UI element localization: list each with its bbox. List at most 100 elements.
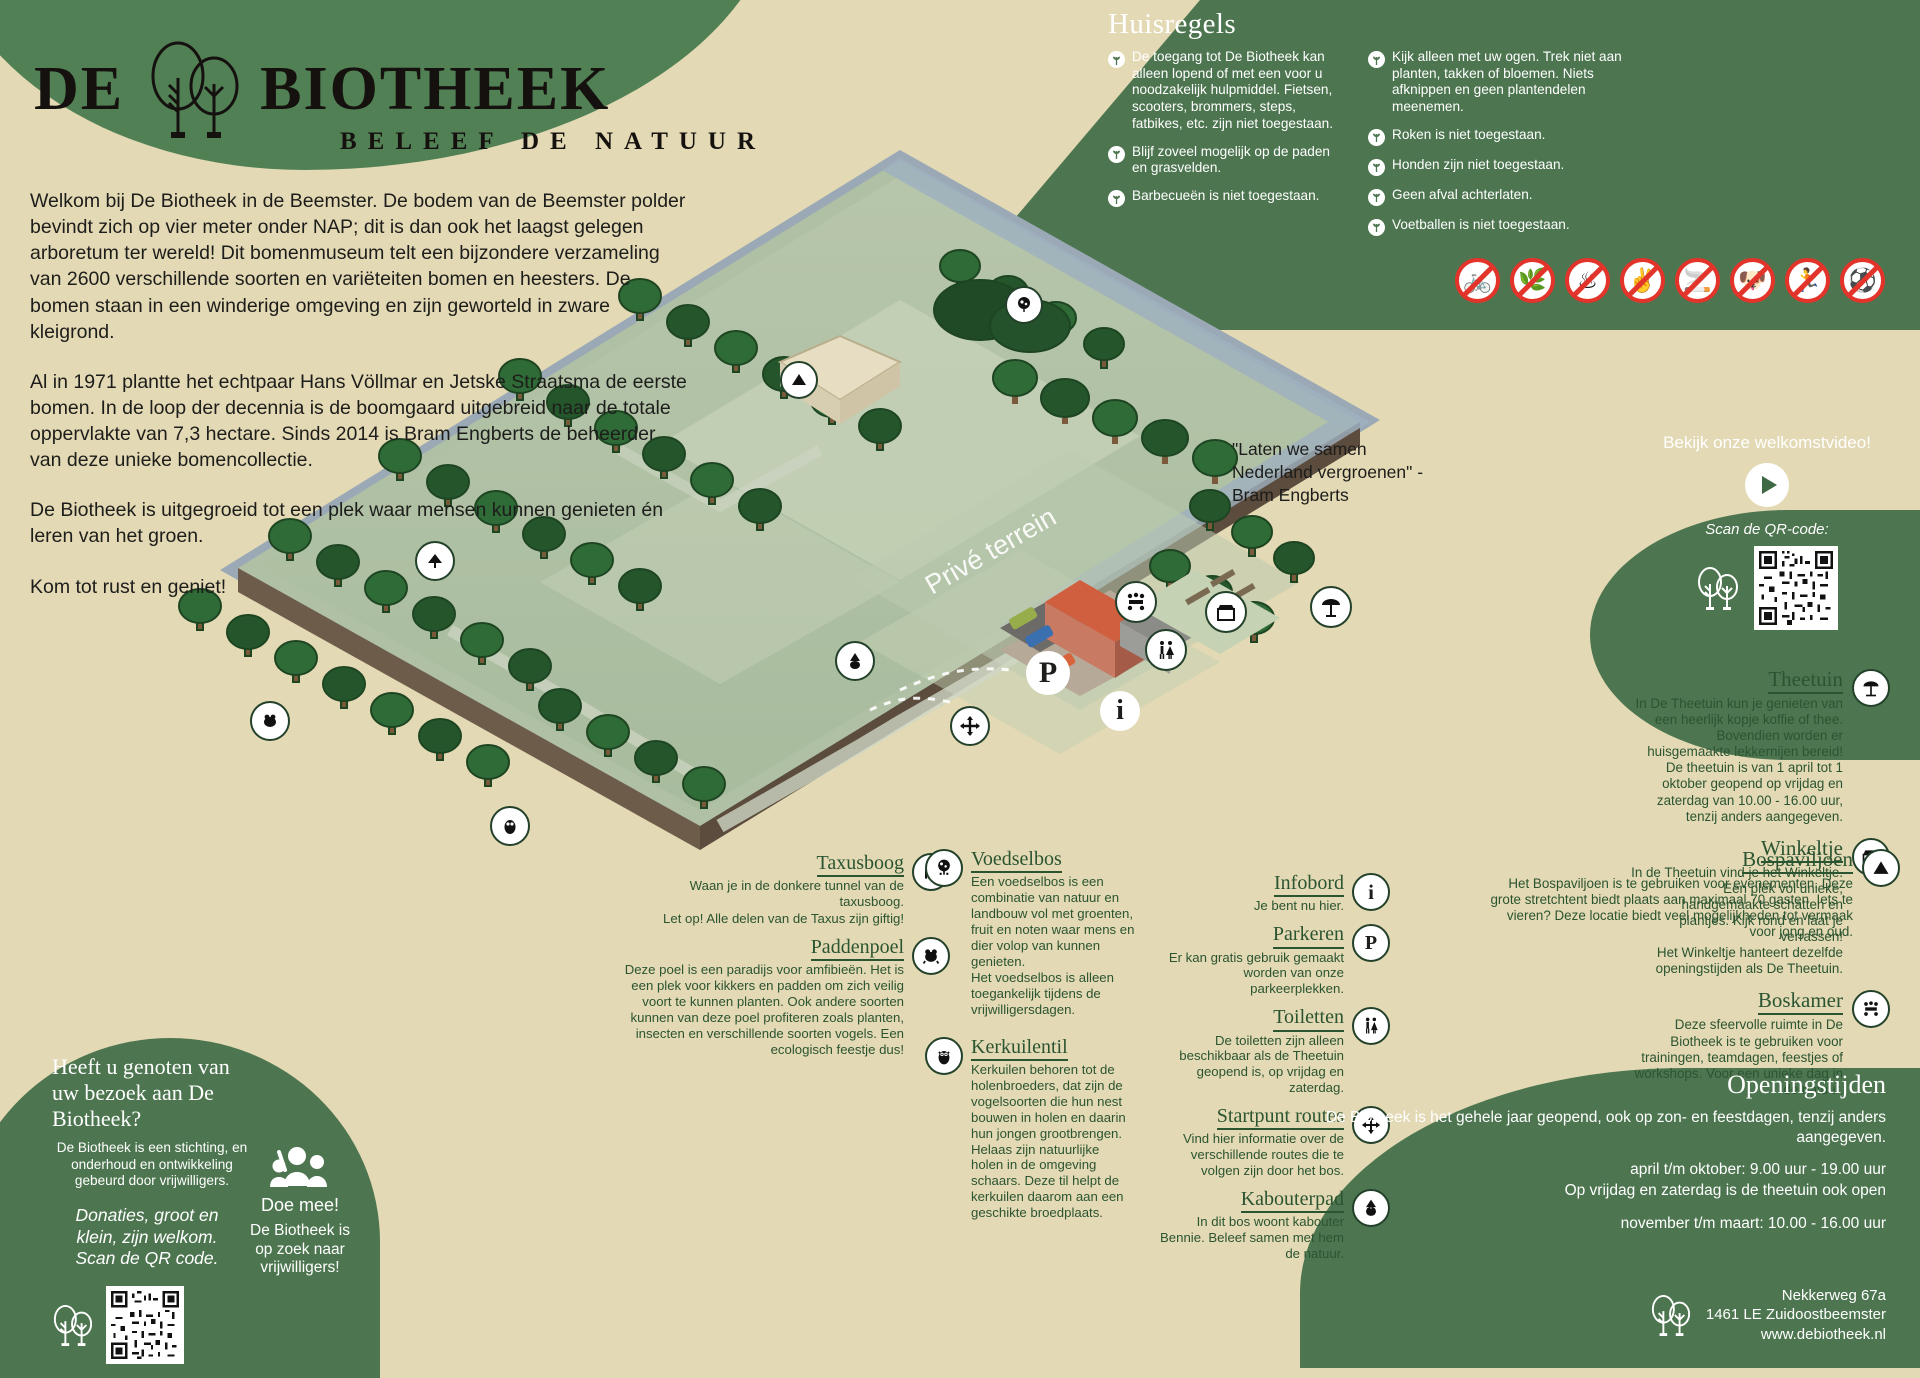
legend-text: Waan je in de donkere tunnel van de taxu…	[689, 878, 904, 910]
opening-hours-line-3: Op vrijdag en zaterdag is de theetuin oo…	[1564, 1182, 1886, 1200]
legend-title: Voedselbos	[971, 848, 1062, 874]
legend-item-paddenpoel: Paddenpoel Deze poel is een paradijs voo…	[600, 936, 950, 1057]
legend-text: In De Theetuin kun je genieten van een h…	[1635, 696, 1843, 760]
routes-icon	[1352, 1105, 1390, 1144]
donation-body: De Biotheek is een stichting, en onderho…	[56, 1140, 248, 1188]
house-rules-column-right: Kijk alleen met uw ogen. Trek niet aan p…	[1368, 49, 1628, 247]
welcome-video-block: Bekijk onze welkomstvideo! Scan de QR-co…	[1652, 432, 1882, 631]
play-icon[interactable]	[1745, 463, 1789, 508]
map-pin-berry-bush[interactable]	[1005, 285, 1043, 324]
legend-text: In de Theetuin vind je het Winkeltje. Ee…	[1631, 864, 1843, 945]
no-smoking-icon: 🚬	[1675, 258, 1720, 303]
volunteer-text: De Biotheek is op zoek naar vrijwilliger…	[250, 1222, 350, 1277]
owl-icon	[925, 1036, 963, 1075]
parasol-icon	[1852, 669, 1890, 707]
map-pin-boskamer[interactable]	[415, 540, 455, 581]
legend-italic: In dit bos woont kabouter Bennie. Beleef…	[1160, 1214, 1344, 1261]
legend-item-infobord: Infobord Je bent nu hier. i	[1160, 872, 1390, 914]
legend-title: Paddenpoel	[810, 936, 904, 962]
toilets-icon	[1352, 1007, 1390, 1046]
sprout-icon	[1108, 190, 1125, 208]
legend-nature-left: Taxusboog Waan je in de donkere tunnel v…	[600, 852, 950, 1066]
map-pin-owl[interactable]	[490, 805, 530, 846]
legend-title: Infobord	[1274, 872, 1344, 898]
legend-text: Deze sfeervolle ruimte in De Biotheek is…	[1634, 1017, 1843, 1097]
video-qr-code[interactable]	[1754, 546, 1838, 631]
legend-item-parkeren: Parkeren Er kan gratis gebruik gemaakt w…	[1160, 923, 1390, 997]
legend-text: Deze poel is een paradijs voor amfibieën…	[624, 962, 904, 1057]
legend-item-boskamer: Boskamer Deze sfeervolle ruimte in De Bi…	[1622, 989, 1890, 1097]
opening-hours-line-2: april t/m oktober: 9.00 uur - 19.00 uur	[1630, 1160, 1886, 1178]
house-rules-column-left: De toegang tot De Biotheek kan alleen lo…	[1108, 49, 1344, 247]
house-rule-text: Honden zijn niet toegestaan.	[1392, 156, 1565, 172]
logo-word-de: DE	[34, 54, 125, 123]
no-football-icon: ⚽	[1840, 258, 1885, 303]
legend-italic: Je bent nu hier.	[1253, 898, 1344, 914]
no-picking-plants-icon: 🌿	[1510, 258, 1555, 303]
map-pin-routes[interactable]	[950, 705, 990, 746]
sprout-icon	[1368, 188, 1385, 206]
map-pin-frog[interactable]	[250, 700, 290, 741]
legend-title: Kabouterpad	[1240, 1188, 1344, 1214]
map-pin-shop[interactable]	[1205, 590, 1247, 633]
donation-qr-code[interactable]	[106, 1286, 184, 1364]
video-scan-label: Scan de QR-code:	[1705, 521, 1829, 539]
legend-item-winkeltje: Winkeltje In de Theetuin vind je het Win…	[1622, 836, 1890, 978]
map-pin-info[interactable]: i	[1100, 690, 1140, 731]
park-map[interactable]: Privé terrein P	[20, 150, 1410, 960]
legend-item-taxusboog: Taxusboog Waan je in de donkere tunnel v…	[600, 852, 950, 927]
sprout-icon	[1108, 51, 1125, 68]
sprout-icon	[1368, 51, 1385, 68]
house-rule-text: Kijk alleen met uw ogen. Trek niet aan p…	[1392, 49, 1622, 115]
tree-logo-icon	[1650, 1291, 1692, 1339]
house-rule-item: De toegang tot De Biotheek kan alleen lo…	[1108, 49, 1344, 133]
house-rules-title: Huisregels	[1108, 8, 1237, 40]
legend-title: Theetuin	[1768, 667, 1843, 695]
legend-italic: Let op! Alle delen van de Taxus zijn gif…	[663, 911, 904, 927]
house-rule-text: Voetballen is niet toegestaan.	[1392, 216, 1570, 232]
legend-text: Kerkuilen behoren tot de holenbroeders, …	[971, 1062, 1126, 1220]
intro-text: Welkom bij De Biotheek in de Beemster. D…	[30, 188, 690, 600]
legend-text: Vind hier informatie over de verschillen…	[1182, 1131, 1344, 1178]
sprout-icon	[1368, 158, 1385, 176]
house-rule-text: Roken is niet toegestaan.	[1392, 126, 1546, 142]
website-link[interactable]: www.debiotheek.nl	[1760, 1325, 1886, 1343]
parking-icon: P	[1352, 924, 1390, 963]
legend-italic: Het Winkeltje hanteert dezelfde openings…	[1655, 945, 1843, 977]
intro-paragraph-1: Welkom bij De Biotheek in de Beemster. D…	[30, 190, 686, 343]
legend-text: Een voedselbos is een combinatie van nat…	[971, 874, 1135, 969]
opening-hours-line-1: De Biotheek is het gehele jaar geopend, …	[1325, 1109, 1886, 1146]
map-pin-parking[interactable]: P	[1026, 650, 1070, 695]
opening-hours-line-4: november t/m maart: 10.00 - 16.00 uur	[1620, 1214, 1886, 1232]
house-rule-item: Roken is niet toegestaan.	[1368, 127, 1628, 146]
no-plant-picking-icon: ✌	[1620, 258, 1665, 303]
berry-bush-icon	[925, 849, 963, 887]
map-pin-theetuin[interactable]	[1310, 585, 1352, 628]
intro-paragraph-3: De Biotheek is uitgegroeid tot een plek …	[30, 499, 664, 548]
no-bicycles-icon: 🚲	[1455, 258, 1500, 303]
legend-item-kerkuilentil: Kerkuilentil Kerkuilen behoren tot de ho…	[925, 1036, 1135, 1221]
address-line-2: 1461 LE Zuidoostbeemster	[1705, 1306, 1886, 1323]
tent-icon	[1862, 849, 1900, 887]
legend-title: Toiletten	[1273, 1006, 1344, 1032]
quote-bram-engberts: "Laten we samen Nederland vergroenen" - …	[1232, 439, 1424, 505]
legend-item-startpunt-routes: Startpunt routes Vind hier informatie ov…	[1160, 1105, 1390, 1179]
map-pin-toilets[interactable]	[1145, 628, 1187, 671]
legend-italic: De theetuin is van 1 april tot 1 oktober…	[1656, 760, 1843, 824]
logo: DE BIOTHEEK	[34, 34, 610, 144]
no-dogs-icon: 🐶	[1730, 258, 1775, 303]
donation-italic: Donaties, groot en klein, zijn welkom. S…	[75, 1205, 219, 1268]
map-pin-boskamer-table[interactable]	[1115, 580, 1157, 623]
sprout-icon	[1108, 145, 1125, 163]
donation-heading: Heeft u genoten van uw bezoek aan De Bio…	[52, 1054, 230, 1132]
sprout-icon	[1368, 128, 1385, 146]
legend-title: Boskamer	[1757, 989, 1843, 1016]
house-rule-item: Blijf zoveel mogelijk op de paden en gra…	[1108, 144, 1344, 177]
house-rule-text: Blijf zoveel mogelijk op de paden en gra…	[1132, 143, 1330, 176]
map-pin-tent[interactable]	[780, 360, 818, 399]
legend-italic: Het voedselbos is alleen toegankelijk ti…	[971, 970, 1114, 1018]
map-pin-gnome[interactable]	[835, 640, 875, 681]
address-line-1: Nekkerweg 67a	[1781, 1286, 1886, 1304]
legend-item-theetuin: Theetuin In De Theetuin kun je genieten …	[1622, 667, 1890, 825]
house-rule-item: Geen afval achterlaten.	[1368, 187, 1628, 206]
